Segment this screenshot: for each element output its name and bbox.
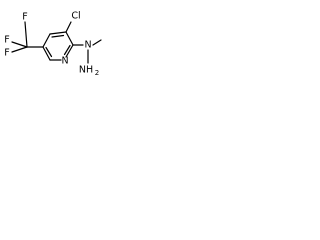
atom-f-top: F [22, 12, 27, 23]
atom-f-bottom: F [4, 48, 9, 59]
atom-n-methyl: N [84, 40, 91, 51]
ring-bond-c4-c3-double [51, 34, 65, 38]
atom-f-left: F [4, 35, 9, 46]
atom-nh2: NH 2 [79, 65, 99, 78]
ring-bond-c2-n1 [65, 44, 74, 58]
atom-cl: Cl [71, 11, 80, 22]
ring-bond-c6-c5 [42, 46, 51, 61]
atom-nh2-label: NH [79, 65, 93, 76]
bond-cf3-f-left [11, 41, 28, 48]
bond-n-methyl-ch3 [92, 39, 102, 46]
bond-cf3-f-bottom [11, 46, 28, 53]
ring-bond-c6-c5-double [45, 46, 53, 58]
ring-bond-c2-n1-double [63, 44, 71, 56]
molecule-structure: F F F Cl N N NH 2 [4, 11, 102, 78]
ring-bond-c5-c4 [42, 33, 51, 48]
bond-c3-cl [65, 21, 72, 33]
ring-bond-c3-c2 [65, 31, 74, 46]
atom-nh2-subscript: 2 [95, 69, 99, 77]
ring-bond-c4-c3 [49, 31, 67, 35]
atom-n-ring: N [61, 56, 68, 67]
bond-cf3-f-top [24, 21, 28, 48]
